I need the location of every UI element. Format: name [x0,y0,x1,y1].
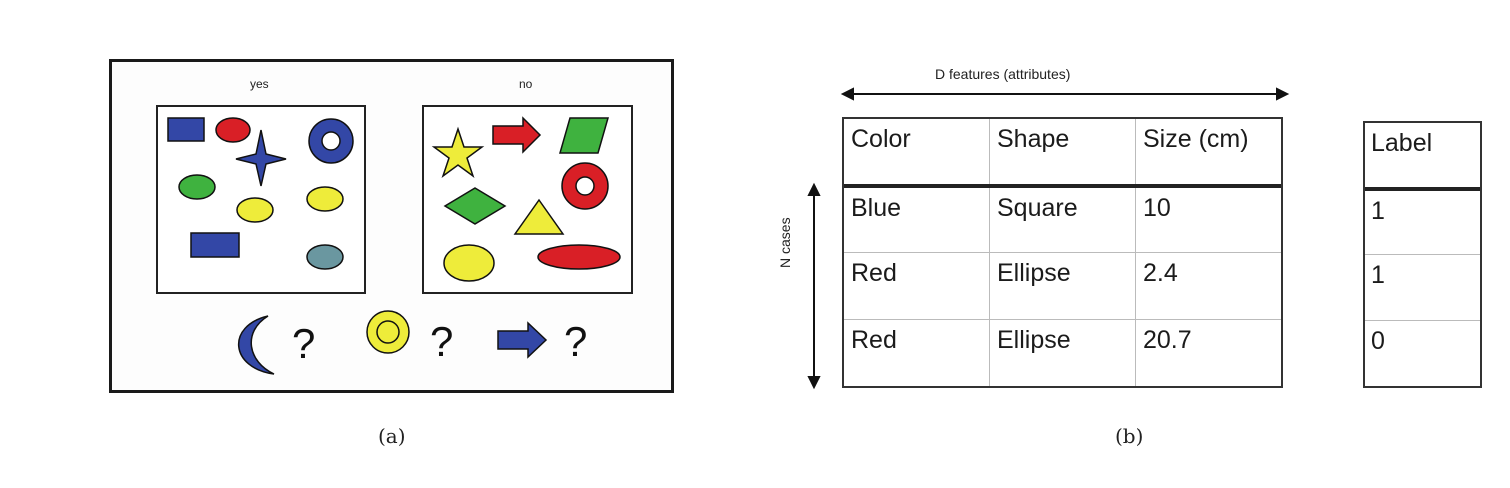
no-green-diamond [443,187,507,225]
cell-label: 0 [1364,320,1481,387]
cases-label: N cases [777,217,793,268]
cell-size: 20.7 [1135,319,1282,387]
query-blue-arrow [497,321,548,359]
cell-size: 10 [1135,185,1282,253]
table-row: Red Ellipse 20.7 [843,319,1282,387]
yes-blue-rectangle-1 [167,117,205,142]
features-arrow-left-head [840,87,854,101]
header-color: Color [843,118,990,188]
cell-size: 2.4 [1135,252,1282,320]
yes-blue-rectangle-2 [190,232,240,258]
cell-shape: Ellipse [989,319,1136,387]
features-arrow-right-head [1276,87,1290,101]
no-label: no [519,77,533,91]
features-header-row: Color Shape Size (cm) [843,118,1282,188]
caption-b: (b) [1115,424,1144,448]
table-row: 1 [1364,188,1481,255]
table-row: Red Ellipse 2.4 [843,252,1282,320]
query-mark-2: ? [430,318,454,365]
caption-a: (a) [378,424,406,448]
yes-blue-star-shape [235,129,287,187]
yes-teal-ellipse [306,244,344,270]
yes-red-ellipse [215,117,251,143]
yes-green-ellipse [178,174,216,200]
no-red-ellipse [537,244,621,270]
header-size: Size (cm) [1135,118,1282,188]
features-label: D features (attributes) [935,66,1071,82]
no-yellow-ellipse [443,244,495,282]
cases-arrow-bottom-head [807,376,821,390]
table-row: 1 [1364,254,1481,321]
cases-arrow-top-head [807,182,821,196]
cell-label: 1 [1364,188,1481,255]
no-red-arrow [492,116,542,154]
query-mark-1: ? [292,320,316,367]
no-yellow-triangle [513,198,565,235]
cell-shape: Ellipse [989,252,1136,320]
shapes-canvas [167,116,621,375]
header-shape: Shape [989,118,1136,188]
query-blue-crescent [238,315,275,375]
query-mark-3: ? [564,318,588,365]
cell-label: 1 [1364,254,1481,321]
yes-yellow-ellipse-2 [306,186,344,212]
cell-color: Red [843,319,990,387]
no-green-parallelogram [559,117,609,154]
cell-shape: Square [989,185,1136,253]
table-row: 0 [1364,320,1481,387]
cell-color: Red [843,252,990,320]
header-label: Label [1364,122,1481,191]
features-table: Color Shape Size (cm) Blue Square 10 Red… [842,117,1283,388]
yes-yellow-ellipse-1 [236,197,274,223]
table-row: Blue Square 10 [843,185,1282,253]
no-yellow-star [431,126,485,178]
no-red-ring-hole [575,176,595,196]
yes-label: yes [250,77,269,91]
label-table: Label 1 1 0 [1363,121,1482,388]
query-yellow-ring-hole [376,320,400,344]
yes-blue-ring-hole [321,131,341,151]
label-header-row: Label [1364,122,1481,191]
cell-color: Blue [843,185,990,253]
